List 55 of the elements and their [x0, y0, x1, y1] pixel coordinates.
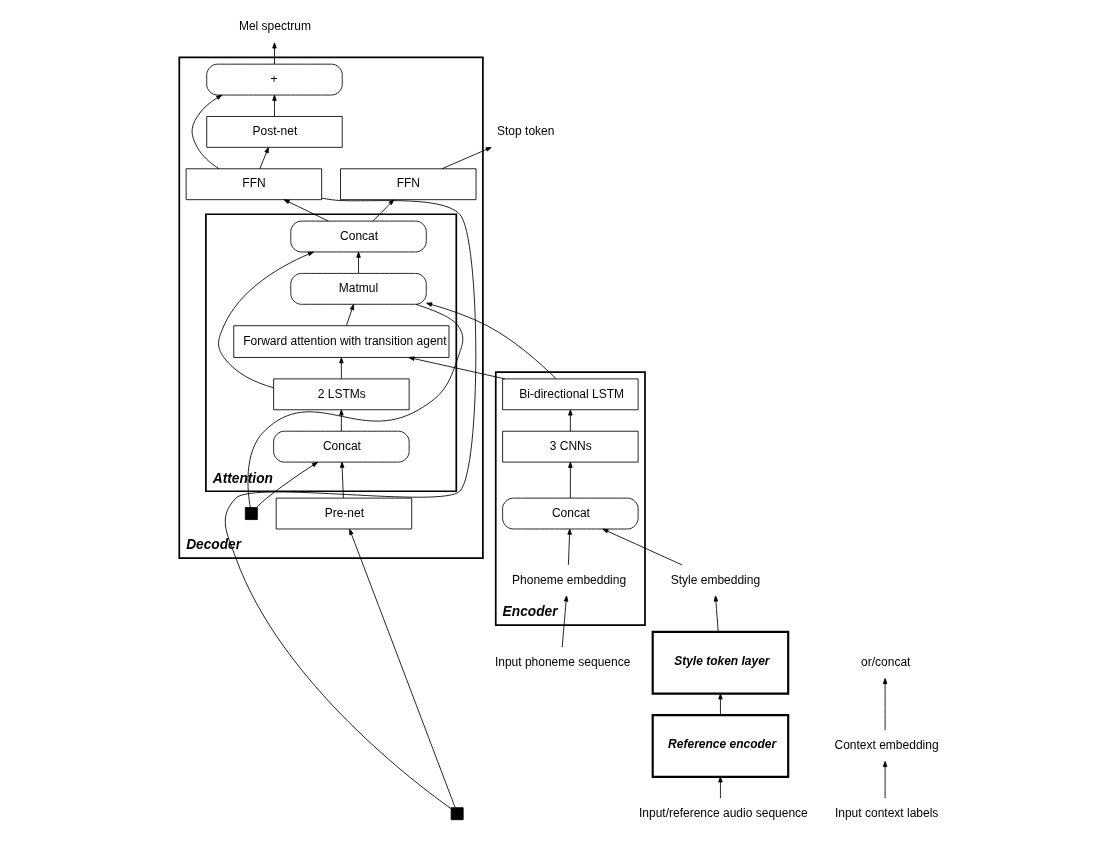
- node-text: Input context labels: [834, 805, 939, 820]
- arrow: [346, 304, 355, 327]
- arrow: [718, 776, 723, 799]
- arrow: [426, 302, 557, 380]
- arrow: [256, 461, 318, 508]
- arrow: [349, 528, 456, 808]
- node-box: Style token layer: [651, 630, 790, 695]
- arrow: [718, 693, 723, 716]
- arrow: [191, 94, 223, 170]
- node-text: Phoneme embedding: [512, 572, 627, 587]
- node-box: Concat: [273, 430, 410, 463]
- arrow: [882, 761, 888, 799]
- node-box: FFN: [340, 168, 477, 201]
- node-text: Stop token: [497, 124, 555, 139]
- node-box: FFN: [185, 168, 323, 201]
- connector: [247, 303, 464, 508]
- node-text: or/concat: [861, 654, 911, 669]
- arrow: [713, 595, 719, 633]
- node-box: 3 CNNs: [502, 430, 639, 463]
- arrow: [283, 199, 329, 222]
- node-box: +: [206, 63, 343, 96]
- connector: [224, 197, 477, 810]
- node-text: Input/reference audio sequence: [638, 805, 808, 820]
- node-box: Concat: [290, 220, 427, 253]
- arrow: [339, 461, 345, 499]
- arrow: [441, 146, 492, 170]
- node-text: Mel spectrum: [238, 19, 311, 34]
- arrow: [408, 356, 506, 380]
- node-text: Style embedding: [670, 572, 761, 587]
- arrow: [272, 94, 277, 117]
- arrow: [602, 528, 683, 566]
- node-box: [450, 807, 464, 821]
- node-box: Bi-directional LSTM: [502, 378, 639, 411]
- node-box: [244, 507, 258, 520]
- node-box: Post-net: [206, 116, 343, 148]
- arrow: [561, 595, 569, 648]
- node-box: Matmul: [290, 273, 427, 305]
- arrow: [568, 461, 573, 499]
- arrow: [356, 251, 361, 274]
- node-box: Forward attention with transition agent: [233, 325, 450, 358]
- arrow: [568, 409, 573, 432]
- node-text: Input phoneme sequence: [494, 654, 631, 669]
- arrow: [272, 42, 277, 65]
- arrow: [339, 409, 344, 432]
- node-box: 2 LSTMs: [273, 378, 410, 411]
- arrow: [882, 678, 888, 731]
- node-text: Context embedding: [834, 738, 939, 753]
- arrow: [218, 251, 314, 389]
- node-box: Pre-net: [275, 497, 413, 530]
- node-box: Reference encoder: [651, 714, 790, 778]
- arrow: [339, 357, 344, 380]
- arrow: [567, 528, 572, 566]
- arrow: [259, 147, 269, 170]
- arrow: [372, 199, 395, 222]
- node-box: Concat: [502, 497, 639, 530]
